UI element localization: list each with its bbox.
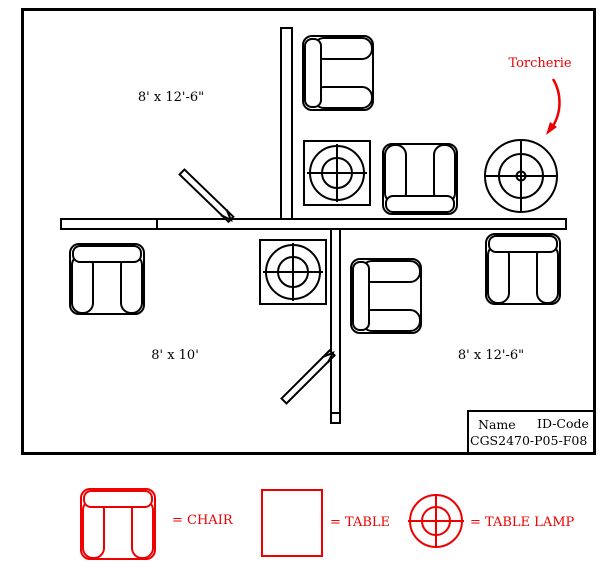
room-label-bottom-right: 8' x 12'-6" bbox=[458, 348, 524, 363]
title-idcode-label: ID-Code bbox=[537, 416, 589, 431]
torchiere-callout: Torcherie bbox=[508, 56, 572, 135]
chair-bottomright-right bbox=[485, 233, 561, 305]
title-block-border bbox=[467, 410, 595, 454]
torchiere-arrowhead-icon bbox=[546, 122, 557, 135]
room-label-top-left: 8' x 12'-6" bbox=[138, 90, 204, 105]
room-label-bottom-left: 8' x 10' bbox=[151, 348, 199, 363]
legend-table-symbol bbox=[261, 489, 323, 557]
legend-table-label: = TABLE bbox=[330, 515, 390, 530]
table-with-lamp-topright bbox=[303, 140, 371, 206]
torchiere-label: Torcherie bbox=[508, 56, 571, 71]
door-swing-tip bbox=[321, 351, 335, 364]
legend-table-lamp-label: = TABLE LAMP bbox=[470, 515, 575, 530]
table-with-lamp-bottomleft bbox=[259, 239, 327, 305]
outer-wall bbox=[21, 8, 596, 455]
chair-bottomright-left bbox=[350, 258, 422, 334]
title-code-value: CGS2470-P05-F08 bbox=[470, 433, 587, 448]
door-swing-tip bbox=[220, 209, 233, 222]
wall-end-cap bbox=[330, 412, 341, 424]
wall-vertical-bottom bbox=[330, 228, 341, 414]
title-block: Name ID-Code CGS2470-P05-F08 bbox=[467, 410, 595, 454]
legend-chair-symbol bbox=[80, 488, 156, 560]
chair-topright-upper bbox=[302, 35, 374, 111]
door-leaf bbox=[178, 168, 235, 224]
wall-vertical-top bbox=[280, 27, 293, 220]
door-leaf bbox=[280, 349, 336, 405]
door-top-left bbox=[178, 168, 235, 224]
legend: = CHAIR = TABLE = TABLE LAMP bbox=[80, 488, 575, 560]
torchiere-symbol bbox=[484, 139, 558, 213]
legend-chair-label: = CHAIR bbox=[172, 513, 234, 528]
door-bottom-center bbox=[280, 349, 336, 405]
chair-topright-lower bbox=[382, 143, 458, 215]
chair-bottomleft bbox=[69, 243, 145, 315]
legend-table-lamp-symbol bbox=[408, 494, 464, 548]
wall-horizontal bbox=[60, 218, 567, 230]
title-name-label: Name bbox=[478, 417, 516, 432]
torchiere-arrow bbox=[549, 78, 561, 130]
